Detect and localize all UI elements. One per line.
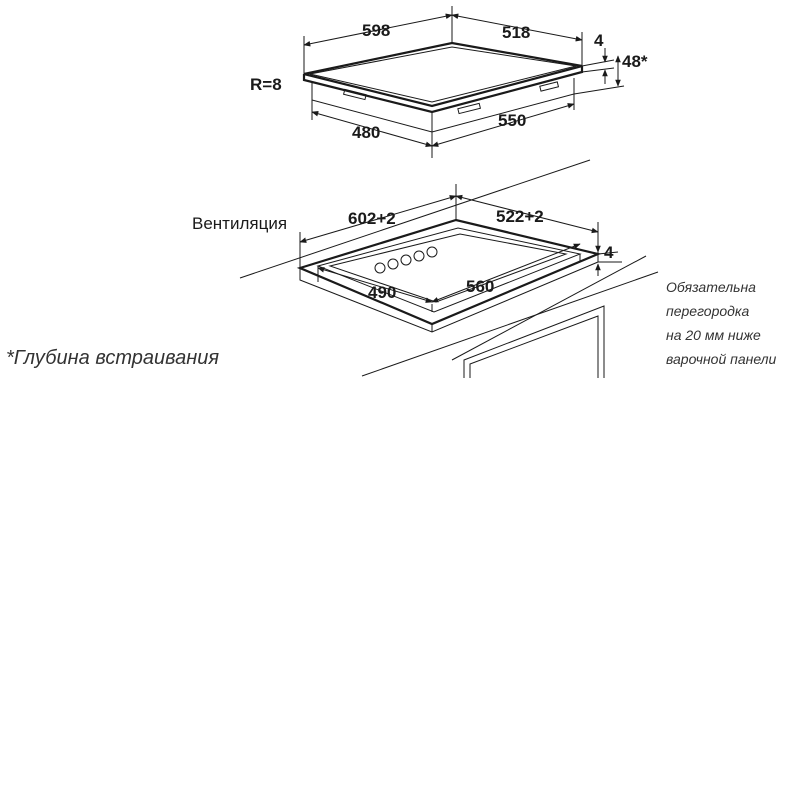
underside-depth-label: 480	[352, 123, 380, 142]
ventilation-label: Вентиляция	[192, 214, 287, 233]
hob-width-label: 598	[362, 21, 390, 40]
hob-depth-label: 518	[502, 23, 530, 42]
glass-thickness-label: 4	[594, 31, 604, 50]
cutout-inner-width-label: 560	[466, 277, 494, 296]
hob-drawing: 598 518 4 48* R=8 480 550	[250, 6, 648, 158]
built-in-depth-label: 48*	[622, 52, 648, 71]
partition-note-line-4: варочной панели	[666, 351, 777, 367]
cutout-width-label: 602+2	[348, 209, 396, 228]
underside-width-label: 550	[498, 111, 526, 130]
cutout-thickness-label: 4	[604, 243, 614, 262]
cutout-drawing: Вентиляция 602+2 522+2 4 490 560	[192, 159, 659, 378]
partition-note-line-2: перегородка	[666, 303, 750, 319]
radius-label: R=8	[250, 75, 282, 94]
cutout-inner-depth-label: 490	[368, 283, 396, 302]
partition-note-line-1: Обязательна	[666, 279, 756, 295]
partition-note-line-3: на 20 мм ниже	[666, 327, 761, 343]
built-in-depth-footnote: *Глубина встраивания	[6, 347, 219, 369]
partition-note: Обязательна перегородка на 20 мм ниже ва…	[666, 279, 777, 367]
ventilation-holes	[374, 246, 438, 274]
cutout-depth-label: 522+2	[496, 207, 544, 226]
